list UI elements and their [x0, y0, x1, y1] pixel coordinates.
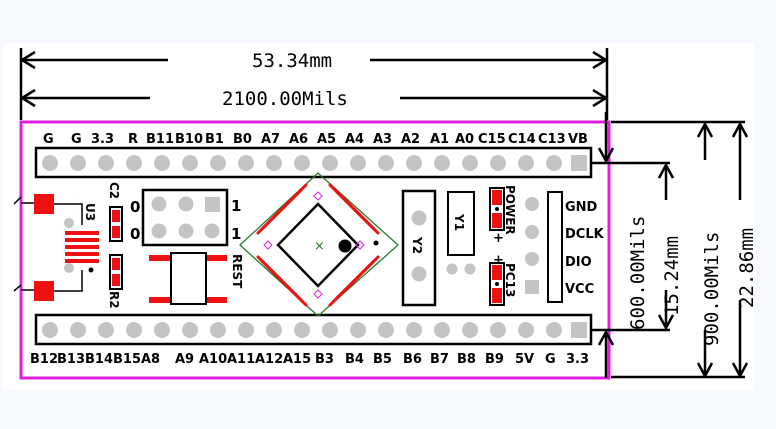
- board-outline: [19, 120, 611, 380]
- pin-label: B9: [485, 352, 504, 367]
- pin-label: G: [545, 352, 556, 367]
- c2-label: C2: [107, 182, 121, 199]
- pin-label: A2: [401, 132, 420, 147]
- swd-pin-dio: DIO: [565, 255, 592, 270]
- pin-label: VB: [568, 132, 588, 147]
- pin-label: A9: [175, 352, 194, 367]
- r2-label: R2: [107, 291, 121, 309]
- boot-label-1-top: 1: [231, 197, 241, 215]
- pin-label: B5: [373, 352, 392, 367]
- plus-bottom: +: [493, 253, 504, 268]
- pin-label: 3.3: [91, 132, 114, 147]
- swd-pin-dclk: DCLK: [565, 227, 605, 242]
- top-header: [34, 146, 593, 179]
- plus-top: +: [493, 231, 504, 246]
- pin-label: 5V: [515, 352, 534, 367]
- pin-label: B3: [315, 352, 334, 367]
- bottom-header: [34, 313, 593, 346]
- usb-connector: [13, 194, 99, 301]
- reset-label: REST: [230, 254, 244, 289]
- pin-label: C14: [508, 132, 536, 147]
- pin-label: A6: [289, 132, 308, 147]
- resistor-r2: [109, 254, 123, 290]
- pin-label: C15: [478, 132, 506, 147]
- swd-header: [525, 191, 563, 303]
- header-spacing-mils-label: 600.00Mils: [627, 216, 649, 330]
- height-mm-label: 22.86mm: [736, 228, 758, 308]
- height-dimensions: [591, 112, 749, 379]
- crystal-y2: [401, 189, 437, 307]
- pin-label: A5: [317, 132, 336, 147]
- pin-label: G: [43, 132, 54, 147]
- pin-label: B10: [175, 132, 203, 147]
- pin-label: B1: [205, 132, 224, 147]
- boot-label-0-top: 0: [130, 198, 140, 216]
- pin-label: B14: [85, 352, 113, 367]
- top-pin-labels: G G 3.3 R B11 B10 B1 B0 A7 A6 A5 A4 A3 A…: [43, 132, 588, 147]
- u3-label: U3: [83, 203, 97, 221]
- pin-label: B4: [345, 352, 364, 367]
- pc13-led-label: PC13: [503, 263, 517, 297]
- pin-label: B7: [430, 352, 449, 367]
- y1-label: Y1: [452, 213, 466, 231]
- pin-label: A3: [373, 132, 392, 147]
- pin-label: A0: [455, 132, 474, 147]
- y2-label: Y2: [410, 236, 424, 254]
- pin-label: R: [128, 132, 138, 147]
- pin-label: A12: [255, 352, 283, 367]
- pin-label: B12: [30, 352, 58, 367]
- boot-label-0-bottom: 0: [130, 225, 140, 243]
- width-mm-label: 53.34mm: [252, 50, 332, 72]
- pin-label: A15: [283, 352, 311, 367]
- width-dimension: [19, 48, 609, 120]
- pin-label: B11: [146, 132, 174, 147]
- pin-label: B15: [113, 352, 141, 367]
- pin-label: A7: [261, 132, 280, 147]
- header-spacing-mm-label: 15.24mm: [661, 236, 683, 316]
- pin-label: B0: [233, 132, 252, 147]
- pin-label: B6: [403, 352, 422, 367]
- svg-text:×: ×: [314, 239, 325, 254]
- pc13-led: [489, 262, 505, 306]
- pin-label: A8: [141, 352, 160, 367]
- pin-label: A10: [199, 352, 227, 367]
- power-led-label: POWER: [503, 185, 517, 235]
- height-mils-label: 900.00Mils: [701, 232, 723, 346]
- reset-button: [149, 252, 227, 305]
- pin-label: A11: [227, 352, 255, 367]
- pin-label: C13: [538, 132, 566, 147]
- pin-label: B8: [457, 352, 476, 367]
- capacitor-c2: [109, 206, 123, 242]
- pin-label: 3.3: [566, 352, 589, 367]
- pin-label: G: [71, 132, 82, 147]
- pin-label: A4: [345, 132, 364, 147]
- mcu-chip: ×: [239, 172, 399, 317]
- width-mils-label: 2100.00Mils: [222, 88, 348, 110]
- boot-label-1-bottom: 1: [231, 225, 241, 243]
- swd-pin-gnd: GND: [565, 200, 598, 215]
- boot-jumper-header: [141, 188, 229, 247]
- pin-label: B13: [57, 352, 85, 367]
- pin-label: A1: [430, 132, 449, 147]
- swd-pin-vcc: VCC: [565, 282, 594, 297]
- power-led: [489, 187, 505, 231]
- crystal-y1: [446, 191, 476, 275]
- bottom-pin-labels: B12 B13 B14 B15 A8 A9 A10 A11 A12 A15 B3…: [30, 352, 589, 367]
